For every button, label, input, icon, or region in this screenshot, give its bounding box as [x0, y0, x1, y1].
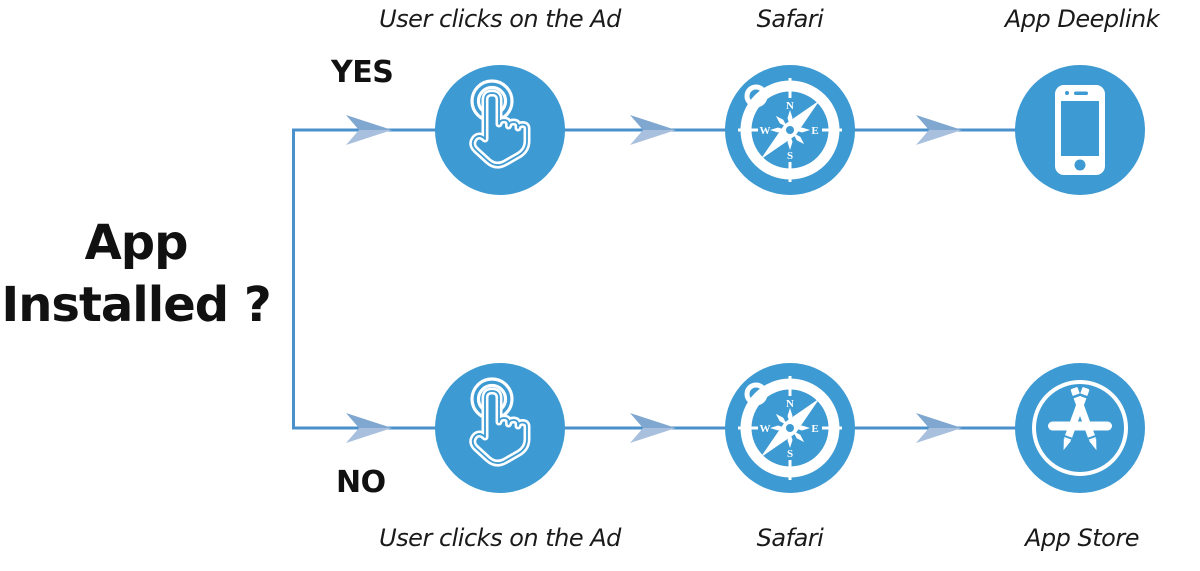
step-label-app-store: App Store [1025, 524, 1139, 552]
svg-text:E: E [811, 423, 818, 435]
step-label-user-clicks-top: User clicks on the Ad [379, 5, 621, 33]
svg-text:S: S [787, 448, 793, 460]
arrow-icon [916, 413, 962, 428]
step-label-app-deeplink: App Deeplink [1004, 5, 1160, 33]
tap-icon [435, 363, 565, 493]
arrow-icon [630, 428, 676, 443]
svg-text:E: E [811, 125, 818, 137]
arrow-icon [916, 115, 962, 130]
smartphone-icon [1015, 65, 1145, 195]
no-label: NO [336, 465, 386, 500]
title-line-2: Installed ? [1, 277, 271, 333]
app-store-icon [1015, 363, 1145, 493]
arrow-icon [346, 130, 392, 145]
diagram-title: App Installed ? [0, 212, 276, 336]
tap-icon [435, 65, 565, 195]
yes-label: YES [331, 55, 394, 90]
svg-text:W: W [760, 125, 771, 137]
arrow-icon [916, 130, 962, 145]
arrow-icon [346, 428, 392, 443]
arrow-icon [630, 413, 676, 428]
step-label-safari-bottom: Safari [756, 524, 824, 552]
arrow-icon [346, 413, 392, 428]
svg-text:S: S [787, 150, 793, 162]
arrowheads [346, 115, 962, 443]
arrow-icon [630, 115, 676, 130]
step-label-user-clicks-bottom: User clicks on the Ad [379, 524, 621, 552]
arrow-icon [916, 428, 962, 443]
arrow-icon [346, 115, 392, 130]
safari-compass-icon: N S W E [725, 363, 855, 493]
safari-compass-icon: N S W E [725, 65, 855, 195]
title-line-1: App [84, 215, 189, 271]
svg-text:W: W [760, 423, 771, 435]
arrow-icon [630, 130, 676, 145]
svg-text:N: N [786, 398, 794, 410]
svg-text:N: N [786, 100, 794, 112]
step-label-safari-top: Safari [756, 5, 824, 33]
